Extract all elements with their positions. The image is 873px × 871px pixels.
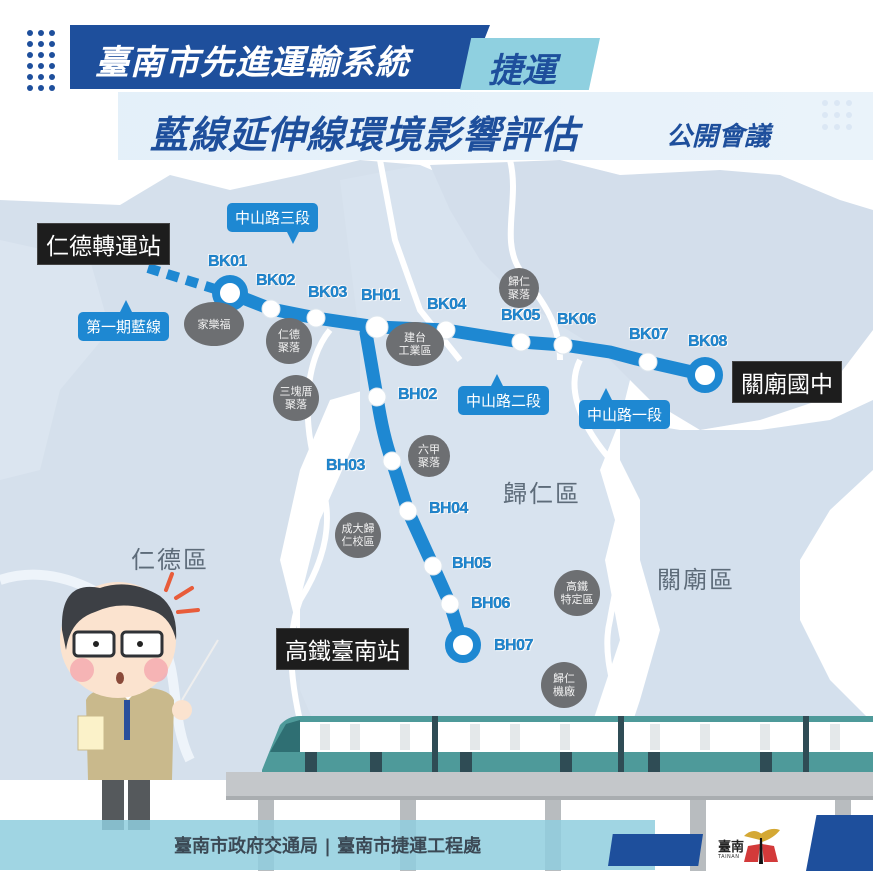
district-label-guanmiao: 關廟區 [657, 566, 735, 594]
station-label-bk02: BK02 [256, 272, 296, 289]
station-label-bh03: BH03 [326, 457, 366, 474]
title-line1: 臺南市先進運輸系統 [95, 43, 410, 83]
callout-zhongshan-sec1: 中山路一段 [579, 388, 671, 429]
footer-organizers: 臺南市政府交通局 | 臺南市捷運工程處 [174, 836, 482, 857]
land-guanmiao [620, 400, 873, 760]
footer-bar [0, 820, 655, 870]
land-rende-west [0, 240, 110, 480]
official-character-illustration [60, 572, 219, 830]
title-banner-primary: 臺南市先進運輸系統 [70, 25, 490, 89]
tainan-emblem-icon [744, 828, 780, 864]
station-label-bk01: BK01 [208, 253, 248, 270]
title-tag-banner: 捷運 [460, 38, 600, 90]
station-label-bk08: BK08 [688, 333, 728, 350]
title-line2: 藍線延伸線環境影響評估 [150, 113, 580, 157]
station-label-bh07: BH07 [494, 637, 534, 654]
station-label-bk06: BK06 [557, 311, 597, 328]
title-suffix: 公開會議 [666, 122, 771, 152]
landmark-rende-village: 仁德 聚落 [266, 318, 312, 364]
callout-phase1-blue-line: 第一期藍線 [78, 300, 170, 341]
bh07-terminal-icon [445, 627, 481, 663]
terminal-label-guanmiao: 關廟國中 [732, 361, 842, 403]
landmark-liujia-village: 六甲 聚落 [408, 435, 450, 477]
terminal-label-hsr: 高鐵臺南站 [276, 628, 409, 670]
footer-decor-block [608, 834, 703, 866]
station-label-bh05: BH05 [452, 555, 492, 572]
bk08-terminal-icon [687, 357, 723, 393]
landmark-ncku-guiren-campus: 成大歸 仁校區 [335, 512, 381, 558]
landmark-guiren-depot: 歸仁 機廠 [541, 662, 587, 708]
title-banner-secondary: 藍線延伸線環境影響評估 公開會議 [118, 92, 873, 160]
terminal-label-rende: 仁德轉運站 [37, 223, 170, 265]
landmark-sankuaicuo-village: 三塊厝 聚落 [273, 375, 319, 421]
callout-zhongshan-sec3: 中山路三段 [227, 203, 319, 244]
decorative-dots-right [822, 100, 852, 130]
station-label-bk07: BK07 [629, 326, 669, 343]
station-label-bh01: BH01 [361, 287, 401, 304]
decorative-dots [27, 30, 55, 91]
district-label-guiren: 歸仁區 [503, 480, 581, 508]
station-label-bh04: BH04 [429, 500, 469, 517]
landmark-hsr-special-zone: 高鐵 特定區 [554, 570, 600, 616]
footer-decor-block-right [806, 815, 873, 871]
landmark-carrefour: 家樂福 [184, 302, 244, 346]
station-label-bh02: BH02 [398, 386, 438, 403]
station-label-bh06: BH06 [471, 595, 511, 612]
station-label-bk03: BK03 [308, 284, 348, 301]
title-tag: 捷運 [488, 51, 556, 91]
landmark-jiantai-industrial: 建台 工業區 [386, 322, 444, 366]
tainan-city-logo: 臺南 TAINAN [714, 822, 784, 867]
mrt-train-illustration [262, 716, 873, 772]
logo-text-en: TAINAN [718, 854, 740, 860]
district-label-rende: 仁德區 [131, 546, 209, 574]
landmark-guiren-village: 歸仁 聚落 [499, 268, 539, 308]
station-label-bk04: BK04 [427, 296, 467, 313]
callout-zhongshan-sec2: 中山路二段 [458, 374, 550, 415]
logo-text-cn: 臺南 [718, 840, 745, 855]
station-label-bk05: BK05 [501, 307, 541, 324]
bk-line [223, 286, 712, 382]
